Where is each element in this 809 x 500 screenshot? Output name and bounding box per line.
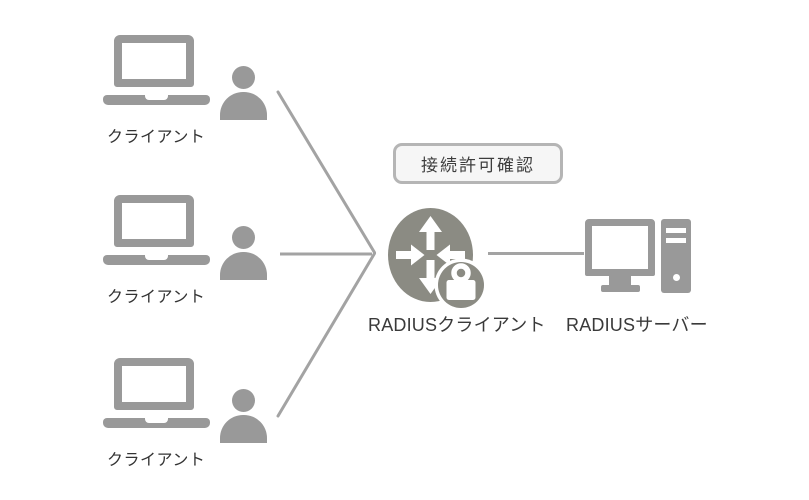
user-head xyxy=(232,389,255,412)
tower-power-led xyxy=(673,274,680,281)
pc-tower-icon xyxy=(661,219,691,293)
laptop-screen xyxy=(114,195,194,247)
user-body xyxy=(220,252,267,280)
client-group-2: クライアント xyxy=(103,195,273,307)
client-group-1: クライアント xyxy=(103,35,273,147)
monitor-icon xyxy=(585,219,655,276)
lock-body xyxy=(446,280,476,300)
tower-drive-slot xyxy=(666,228,686,233)
tower-drive-slot xyxy=(666,238,686,243)
user-head xyxy=(232,226,255,249)
client-label: クライアント xyxy=(107,129,206,146)
client-label: クライアント xyxy=(107,289,206,306)
line-client3-to-router xyxy=(276,252,376,418)
laptop-screen xyxy=(114,35,194,87)
router-arrow-right-in xyxy=(436,244,465,266)
radius-client-label: RADIUSクライアント xyxy=(368,315,546,335)
line-client1-to-router xyxy=(276,90,376,254)
router-arrow-left-in xyxy=(396,244,425,266)
client-label: クライアント xyxy=(107,452,206,469)
lock-badge-icon xyxy=(434,258,488,312)
router-with-lock-icon xyxy=(388,208,488,312)
router-arrow-up xyxy=(419,216,442,250)
permission-callout: 接続許可確認 xyxy=(393,143,563,184)
client-group-3: クライアント xyxy=(103,358,273,470)
user-head xyxy=(232,66,255,89)
laptop-screen xyxy=(114,358,194,410)
laptop-base xyxy=(103,95,210,105)
laptop-base xyxy=(103,418,210,428)
radius-server-label: RADIUSサーバー xyxy=(566,315,708,335)
laptop-base xyxy=(103,255,210,265)
monitor-base xyxy=(601,285,640,292)
user-body xyxy=(220,92,267,120)
monitor-stand xyxy=(609,276,631,285)
user-body xyxy=(220,415,267,443)
